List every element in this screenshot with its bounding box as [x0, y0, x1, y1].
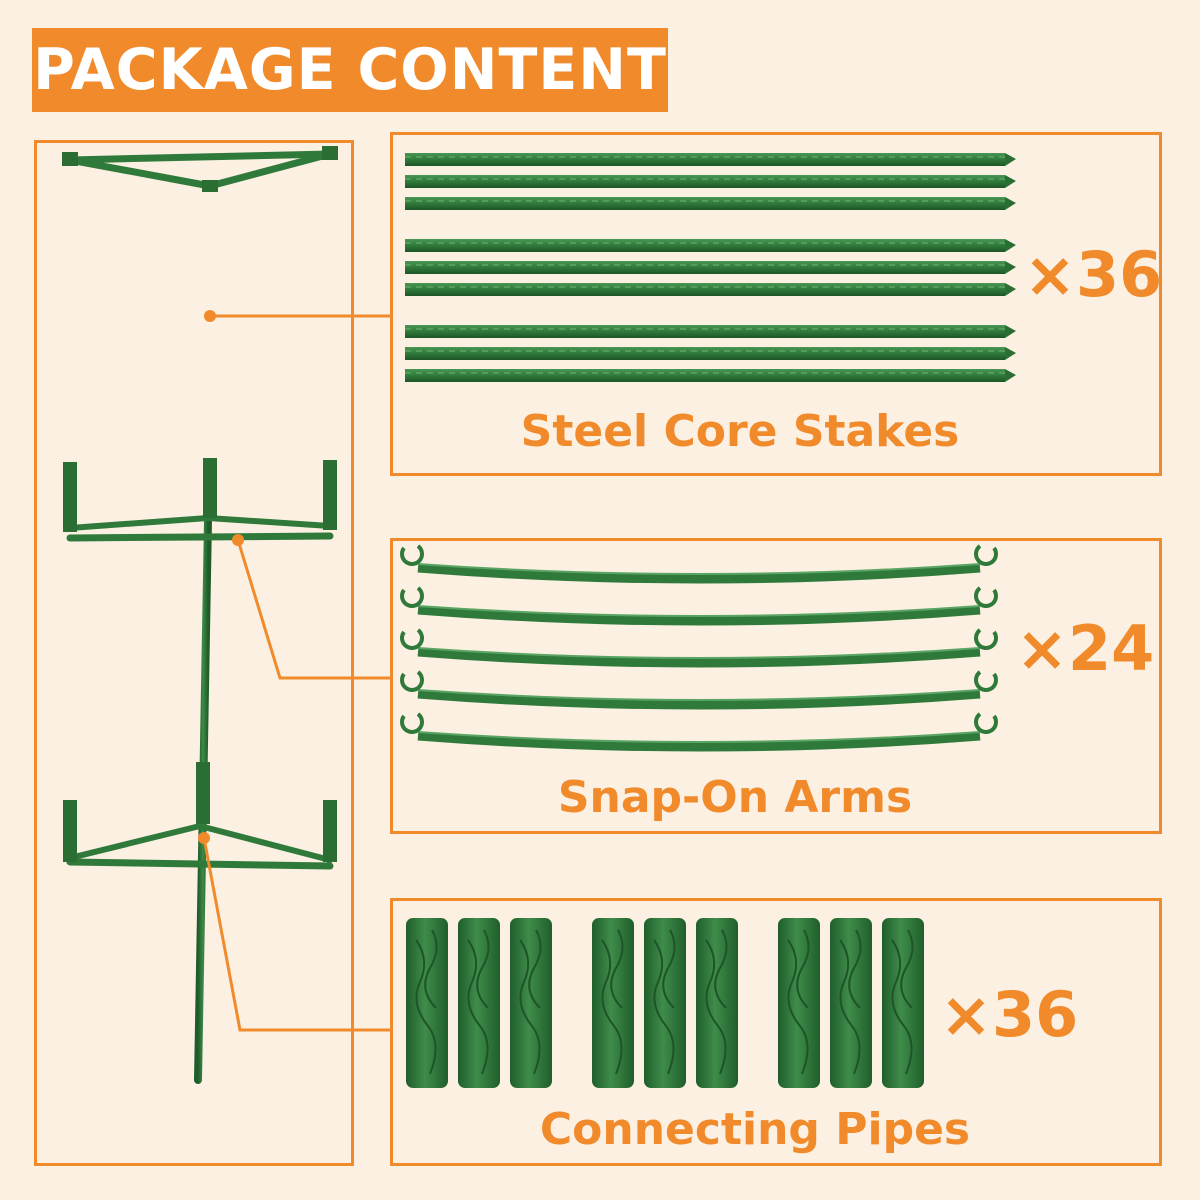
- stake-rod: [405, 325, 1016, 338]
- snap-arm: [400, 670, 998, 710]
- stake-rod: [405, 347, 1016, 360]
- connecting-pipe: [778, 918, 820, 1088]
- connecting-pipe: [882, 918, 924, 1088]
- snap-arm: [400, 712, 998, 752]
- stake-rod: [405, 175, 1016, 188]
- stake-icon: [405, 153, 1016, 382]
- snap-arm: [400, 544, 998, 584]
- snap-arm: [400, 586, 998, 626]
- callout-lines: [202, 314, 390, 1032]
- pipes-label: Connecting Pipes: [539, 1104, 971, 1155]
- stake-rod: [405, 283, 1016, 296]
- trellis-icon: [62, 146, 338, 1155]
- connecting-pipe: [510, 918, 552, 1088]
- arms-count: ×24: [1016, 612, 1155, 685]
- stake-rod: [405, 239, 1016, 252]
- pipes-box: [390, 898, 1162, 1166]
- stake-rod: [405, 197, 1016, 210]
- assembled-trellis-frame: [34, 140, 354, 1166]
- connecting-pipe: [592, 918, 634, 1088]
- title-banner: PACKAGE CONTENT: [32, 28, 668, 112]
- pipes-count: ×36: [940, 978, 1079, 1051]
- snap-arm: [400, 628, 998, 668]
- stakes-label: Steel Core Stakes: [520, 406, 960, 457]
- stake-rod: [405, 153, 1016, 166]
- connecting-pipe-icon: [406, 918, 924, 1088]
- connecting-pipe: [644, 918, 686, 1088]
- stakes-box: [390, 132, 1162, 476]
- stake-rod: [405, 261, 1016, 274]
- connecting-pipe: [458, 918, 500, 1088]
- snap-arm-icon: [400, 544, 998, 752]
- connecting-pipe: [696, 918, 738, 1088]
- callout-dots: [198, 310, 244, 844]
- stakes-count: ×36: [1024, 238, 1163, 311]
- arms-box: [390, 538, 1162, 834]
- connecting-pipe: [830, 918, 872, 1088]
- page-title: PACKAGE CONTENT: [33, 37, 667, 103]
- stake-rod: [405, 369, 1016, 382]
- arms-label: Snap-On Arms: [557, 772, 913, 823]
- connecting-pipe: [406, 918, 448, 1088]
